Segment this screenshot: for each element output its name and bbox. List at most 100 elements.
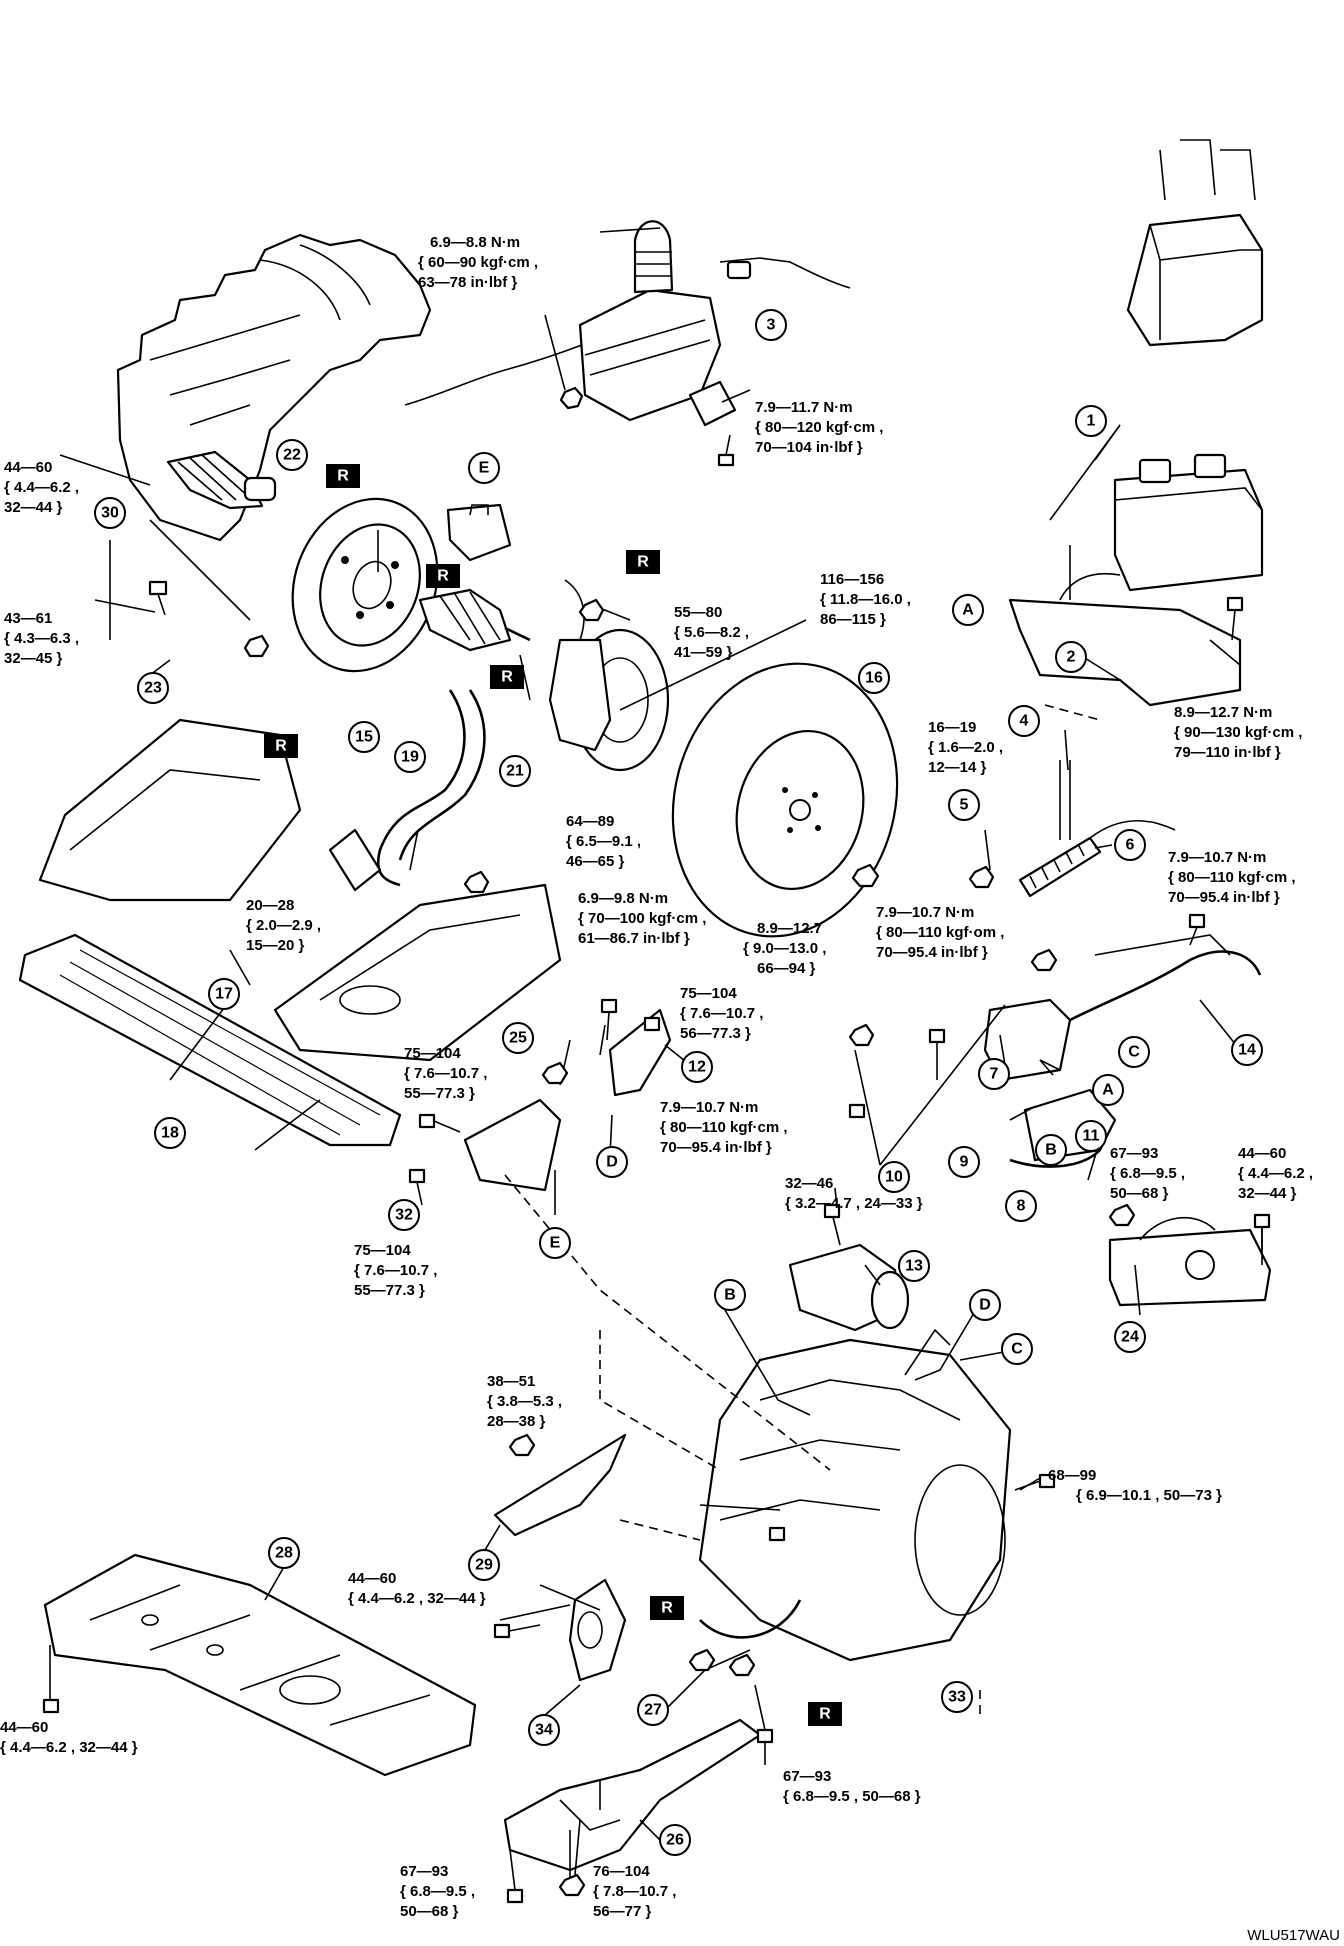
svg-text:34: 34	[535, 1722, 553, 1739]
fasteners	[42, 386, 1271, 1904]
torque-27: 67—93 { 6.8—9.5 , 50—68 }	[783, 1768, 921, 1805]
bolt-icon	[1253, 1213, 1271, 1250]
callout-numbers: 1 2 3 4 5 6 7 8 9 10 11 12 13 14 15 16 1…	[94, 309, 1263, 1856]
svg-text:10: 10	[885, 1169, 903, 1186]
nut-icon	[558, 1873, 586, 1897]
bolt-icon	[42, 1698, 60, 1714]
replace-mark: R	[626, 550, 660, 574]
reference-lines	[504, 704, 1101, 1720]
torque-16: 8.9—12.7 { 9.0—13.0 , 66—94 }	[743, 920, 831, 977]
torque-26-right: 76—104 { 7.8—10.7 , 56—77 }	[593, 1863, 681, 1920]
torque-32: 75—104 { 7.6—10.7 , 55—77.3 }	[354, 1242, 442, 1299]
svg-text:2: 2	[1067, 649, 1076, 666]
bolt-icon	[756, 1728, 774, 1765]
torque-12-lower: 75—104 { 7.6—10.7 , 56—77.3 }	[680, 985, 768, 1042]
nut-icon	[541, 1061, 569, 1085]
wheel-tire-16	[671, 662, 899, 938]
bolt-icon	[848, 1103, 866, 1119]
nut-icon	[848, 1023, 875, 1047]
svg-text:29: 29	[475, 1557, 493, 1574]
letter-d-bottom: D	[969, 1289, 1001, 1321]
torque-6: 7.9—10.7 N·m { 80—110 kgf·cm , 70—95.4 i…	[1168, 849, 1300, 906]
replace-mark: R	[808, 1702, 842, 1726]
bolt-icon	[928, 1028, 946, 1080]
svg-text:28: 28	[275, 1545, 293, 1562]
knuckle-brake	[548, 579, 670, 772]
svg-text:R: R	[661, 1600, 673, 1617]
svg-text:C: C	[1128, 1044, 1140, 1061]
parts-artwork	[18, 139, 1272, 1872]
callout-14: 14	[1231, 1034, 1263, 1066]
bolt-icon	[768, 1526, 786, 1542]
svg-text:E: E	[479, 460, 490, 477]
callout-19: 19	[394, 741, 426, 773]
svg-text:6: 6	[1126, 837, 1135, 854]
callout-5: 5	[948, 789, 980, 821]
callout-12: 12	[681, 1051, 713, 1083]
letter-e-top: E	[468, 452, 500, 484]
svg-text:26: 26	[666, 1832, 684, 1849]
callout-1: 1	[1075, 405, 1107, 437]
svg-text:21: 21	[506, 763, 524, 780]
mount-insulator-e	[446, 503, 512, 562]
bolt-icon	[717, 434, 735, 467]
nut-icon	[688, 1648, 716, 1672]
svg-text:11: 11	[1083, 1128, 1100, 1145]
callout-13: 13	[898, 1250, 930, 1282]
nut-icon	[508, 1433, 536, 1457]
svg-text:R: R	[819, 1706, 831, 1723]
undercover-18	[18, 933, 402, 1147]
nut-icon	[1030, 948, 1058, 972]
torque-28: 44—60 { 4.4—6.2 , 32—44 }	[0, 1719, 138, 1756]
svg-text:C: C	[1011, 1341, 1023, 1358]
svg-text:24: 24	[1121, 1329, 1139, 1346]
callout-11: 11	[1075, 1120, 1107, 1152]
nut-icon	[1108, 1203, 1136, 1227]
callout-16: 16	[858, 662, 890, 694]
torque-12-upper: 6.9—9.8 N·m { 70—100 kgf·cm , 61—86.7 in…	[578, 890, 711, 947]
torque-29: 38—51 { 3.8—5.3 , 28—38 }	[487, 1373, 566, 1430]
bolt-icon	[823, 1203, 841, 1219]
replace-mark: R	[490, 665, 524, 689]
replace-mark: R	[264, 734, 298, 758]
torque-30: 43—61 { 4.3—6.3 , 32—45 }	[4, 610, 83, 667]
callout-4: 4	[1008, 705, 1040, 737]
bolt-icon	[418, 1113, 461, 1133]
nut-icon	[728, 1653, 756, 1677]
letter-b-right: B	[1035, 1134, 1067, 1166]
torque-specs: 6.9—8.8 N·m { 60—90 kgf·cm , 63—78 in·lb…	[0, 234, 1313, 1920]
svg-text:25: 25	[509, 1030, 527, 1047]
torque-battery-bracket: 8.9—12.7 N·m { 90—130 kgf·cm , 79—110 in…	[1174, 704, 1307, 761]
svg-text:23: 23	[144, 680, 162, 697]
bolt-icon	[1188, 913, 1206, 946]
svg-text:19: 19	[401, 749, 419, 766]
mount-34	[568, 1578, 627, 1682]
torque-7: 7.9—10.7 N·m { 80—110 kgf·om , 70—95.4 i…	[876, 904, 1009, 961]
nut-icon	[243, 634, 270, 658]
torque-21: 64—89 { 6.5—9.1 , 46—65 }	[566, 813, 645, 870]
letter-b-bottom: B	[714, 1279, 746, 1311]
nut-icon	[968, 865, 995, 889]
svg-text:15: 15	[355, 729, 373, 746]
letter-e-bottom: E	[539, 1227, 571, 1259]
bolt-icon	[148, 580, 168, 616]
callout-21: 21	[499, 755, 531, 787]
air-cleaner-3	[578, 220, 851, 427]
nut-icon	[851, 863, 880, 888]
svg-text:4: 4	[1020, 713, 1029, 730]
svg-text:E: E	[550, 1235, 561, 1252]
battery-bracket-2	[1008, 545, 1242, 707]
replace-marks: R R R R R R R	[264, 464, 842, 1726]
svg-text:18: 18	[161, 1125, 179, 1142]
svg-text:A: A	[962, 602, 974, 619]
svg-text:8: 8	[1017, 1198, 1026, 1215]
letter-references: E A C A B D E B D C	[468, 452, 1150, 1365]
nut-icon	[578, 598, 605, 622]
brackets	[463, 1008, 672, 1192]
crossmember-26	[503, 1718, 762, 1872]
nut-icon	[559, 386, 584, 410]
svg-text:30: 30	[101, 505, 119, 522]
torque-22: 44—60 { 4.4—6.2 , 32—44 }	[4, 459, 83, 516]
bolt-icon	[1226, 596, 1244, 641]
